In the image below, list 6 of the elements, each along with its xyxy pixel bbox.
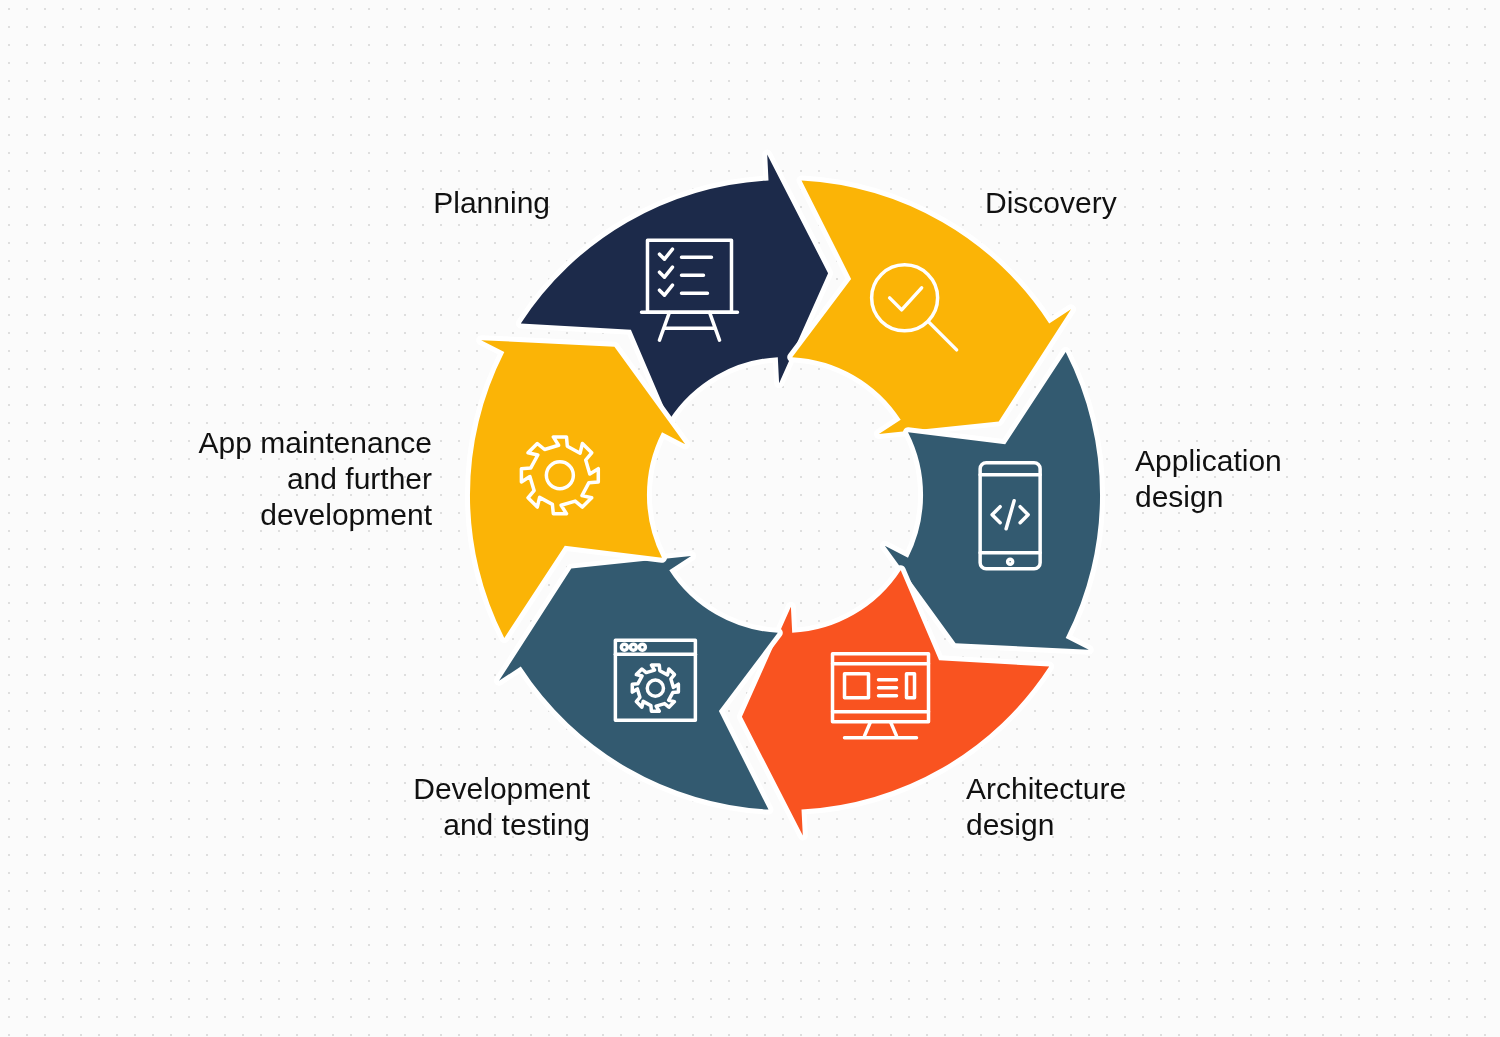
step-label: Development and testing (412, 771, 590, 843)
step-label: Planning (432, 185, 550, 221)
step-label: Architecture design (966, 771, 1128, 843)
step-label: App maintenance and further development (197, 425, 432, 533)
step-label: Discovery (985, 185, 1118, 221)
step-label: Application design (1135, 443, 1283, 515)
